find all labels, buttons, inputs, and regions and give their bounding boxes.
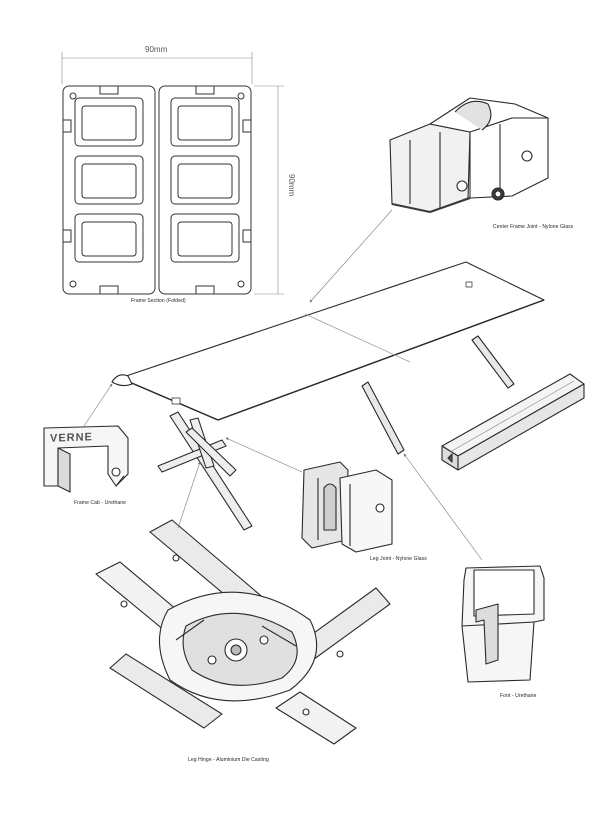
center-frame-joint [389,97,549,213]
foot-label: Foot - Urethane [500,693,537,699]
leader-leg-hinge [177,461,201,529]
cot-leg-rear [361,335,515,455]
height-dimension-label: 90mm [287,174,296,197]
frame-cab-label: Frame Cab - Urethane [74,500,127,506]
frame-cab-brand-mark: VERNE [50,431,93,445]
foot [461,565,545,683]
height-dimension-line [254,85,284,295]
width-dimension-label: 90mm [145,45,168,54]
leader-foot [403,453,483,561]
cot-assembly [111,261,545,531]
leader-lines [83,209,483,561]
frame-section-label: Frame Section (Folded) [131,298,186,304]
leg-hinge [95,519,391,745]
leg-joint [301,461,393,553]
leader-leg-joint [225,437,303,473]
leg-joint-label: Leg Joint - Nylone Glass [370,556,427,562]
profile-left-half [62,85,156,295]
leg-hinge-label: Leg Hinge - Aluminium Die Casting [188,757,269,763]
frame-cab [43,425,129,493]
cot-leg-front [157,411,253,531]
center-joint-label: Center Frame Joint - Nylone Glass [493,224,574,230]
profile-right-half [158,85,252,295]
leader-center-joint [309,209,393,303]
frame-profile-bar [441,373,585,471]
leader-frame-cab [83,383,113,427]
width-dimension-line [61,52,253,84]
frame-section-drawing [61,52,284,295]
